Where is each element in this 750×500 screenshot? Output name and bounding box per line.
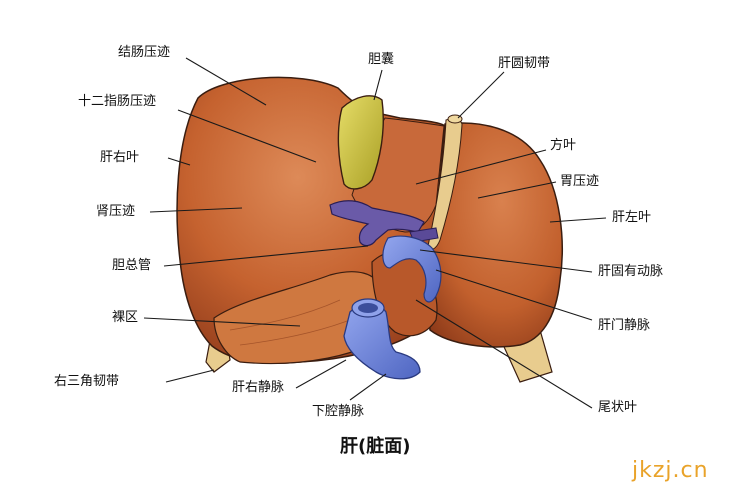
label-right-triangular-ligament: 右三角韧带 — [54, 374, 120, 389]
bare-area-texture — [229, 299, 356, 346]
label-right-lobe: 肝右叶 — [100, 150, 140, 165]
portal-vein-shape — [382, 235, 442, 303]
label-hepatic-artery-proper: 肝固有动脉 — [598, 264, 664, 279]
label-bare-area: 裸区 — [112, 310, 139, 325]
gallbladder-shape — [337, 95, 384, 190]
leader-lines — [143, 57, 607, 409]
label-inferior-vena-cava: 下腔静脉 — [312, 404, 365, 419]
label-quadrate-lobe: 方叶 — [550, 138, 577, 153]
label-round-ligament: 肝圆韧带 — [498, 56, 551, 71]
label-right-hepatic-vein: 肝右静脉 — [232, 380, 285, 395]
label-duodenal-impression: 十二指肠压迹 — [78, 94, 157, 109]
label-gallbladder: 胆囊 — [368, 52, 395, 67]
watermark-logo: jkzj.cn — [632, 458, 709, 483]
label-renal-impression: 肾压迹 — [96, 204, 136, 219]
label-colon-impression: 结肠压迹 — [118, 45, 171, 60]
label-portal-vein: 肝门静脉 — [598, 318, 651, 333]
label-gastric-impression: 胃压迹 — [560, 174, 600, 189]
figure-title: 肝(脏面) — [340, 436, 411, 457]
inferior-vena-cava-shape — [343, 303, 421, 380]
portal-branch-shape — [329, 200, 425, 247]
label-left-lobe: 肝左叶 — [612, 210, 652, 225]
label-caudate-lobe: 尾状叶 — [598, 400, 638, 415]
ivc-lumen — [358, 303, 378, 313]
label-common-bile-duct: 胆总管 — [112, 258, 152, 273]
